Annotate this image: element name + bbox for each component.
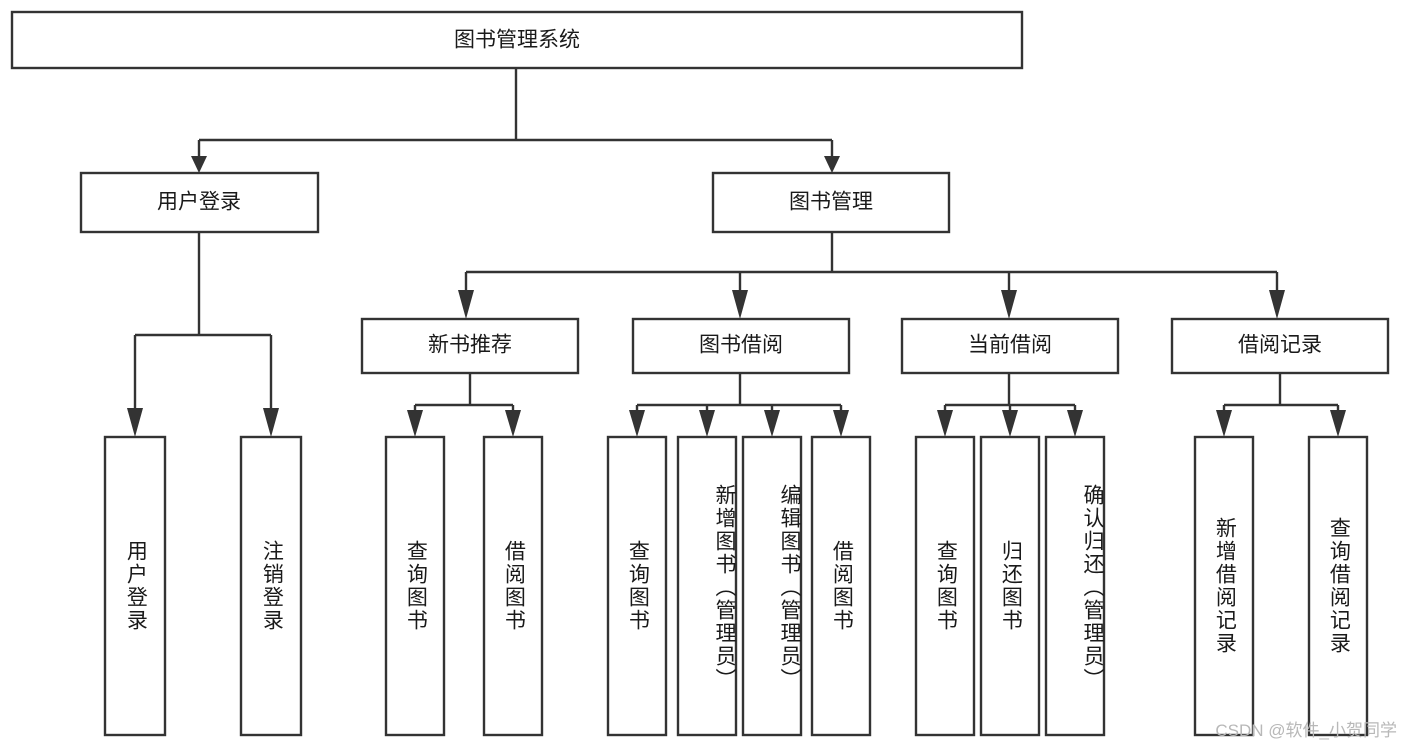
node-new-book-recommend[interactable]: 新书推荐: [360, 317, 580, 375]
arrow-head-leaf-borrow-book-1: [505, 410, 521, 437]
node-borrow-record[interactable]: 借阅记录: [1170, 317, 1390, 375]
leaf-box-user-logout[interactable]: [239, 435, 303, 737]
node-book-management[interactable]: 图书管理: [711, 171, 951, 234]
leaf-box-query-record[interactable]: [1307, 435, 1369, 737]
leaf-box-query-book-3[interactable]: [914, 435, 976, 737]
node-root[interactable]: 图书管理系统: [10, 10, 1024, 70]
node-current-borrow-box[interactable]: [900, 317, 1120, 375]
leaf-box-group: [103, 435, 1369, 737]
leaf-box-user-login[interactable]: [103, 435, 167, 737]
node-book-management-box[interactable]: [711, 171, 951, 234]
node-root-label: 图书管理系统: [454, 29, 580, 52]
arrow-head-book-management: [824, 156, 840, 173]
node-user-login[interactable]: 用户登录: [79, 171, 320, 234]
node-current-borrow-label: 当前借阅: [968, 334, 1052, 357]
node-user-login-box[interactable]: [79, 171, 320, 234]
arrow-head-current-borrow: [1001, 290, 1017, 319]
arrow-head-leaf-user-login: [127, 408, 143, 437]
node-book-management-label: 图书管理: [789, 191, 873, 214]
leaf-box-borrow-book-1[interactable]: [482, 435, 544, 737]
leaf-box-edit-book[interactable]: [741, 435, 803, 737]
arrow-head-leaf-edit-book: [764, 410, 780, 437]
arrow-head-leaf-query-book-2: [629, 410, 645, 437]
csdn-watermark: CSDN @软件_小贺同学: [1215, 721, 1397, 740]
leaf-box-add-record[interactable]: [1193, 435, 1255, 737]
arrow-head-leaf-confirm-return: [1067, 410, 1083, 437]
arrow-head-leaf-add-book: [699, 410, 715, 437]
arrow-head-new-book-recommend: [458, 290, 474, 319]
arrow-head-user-login: [191, 156, 207, 173]
node-book-borrow[interactable]: 图书借阅: [631, 317, 851, 375]
leaf-box-query-book-1[interactable]: [384, 435, 446, 737]
node-root-box[interactable]: [10, 10, 1024, 70]
node-borrow-record-label: 借阅记录: [1238, 334, 1322, 357]
leaf-box-borrow-book-2[interactable]: [810, 435, 872, 737]
arrow-head-leaf-query-record: [1330, 410, 1346, 437]
node-book-borrow-box[interactable]: [631, 317, 851, 375]
leaf-box-add-book[interactable]: [676, 435, 738, 737]
node-current-borrow[interactable]: 当前借阅: [900, 317, 1120, 375]
node-new-book-recommend-label: 新书推荐: [428, 334, 512, 357]
leaf-box-confirm-return[interactable]: [1044, 435, 1106, 737]
node-new-book-recommend-box[interactable]: [360, 317, 580, 375]
arrow-head-leaf-borrow-book-2: [833, 410, 849, 437]
arrow-head-leaf-add-record: [1216, 410, 1232, 437]
leaf-box-return-book[interactable]: [979, 435, 1041, 737]
leaf-box-query-book-2[interactable]: [606, 435, 668, 737]
node-borrow-record-box[interactable]: [1170, 317, 1390, 375]
arrow-head-book-borrow: [732, 290, 748, 319]
arrow-head-leaf-user-logout: [263, 408, 279, 437]
arrow-head-leaf-query-book-3: [937, 410, 953, 437]
arrow-head-borrow-record: [1269, 290, 1285, 319]
node-book-borrow-label: 图书借阅: [699, 334, 783, 357]
arrow-head-leaf-query-book-1: [407, 410, 423, 437]
connector-group: [127, 68, 1346, 437]
node-user-login-label: 用户登录: [157, 191, 241, 214]
arrow-head-leaf-return-book: [1002, 410, 1018, 437]
